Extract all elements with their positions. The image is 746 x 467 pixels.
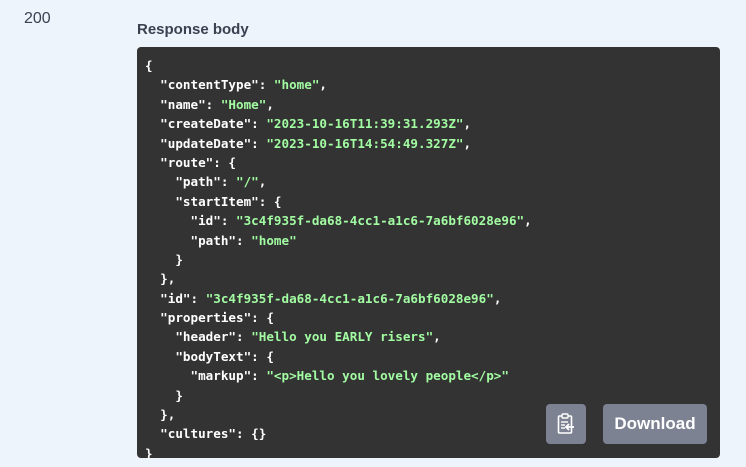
code-line: }, [145,269,720,288]
code-line: "updateDate": "2023-10-16T14:54:49.327Z"… [160,135,472,151]
json-key: "id" [160,290,191,306]
json-punctuation: , [463,135,472,151]
json-punctuation: , [463,116,472,132]
json-value: "/" [236,174,259,190]
json-punctuation: }, [160,407,176,423]
json-key: "id" [190,213,221,229]
json-key: "header" [175,329,237,345]
json-key: "contentType" [160,77,259,93]
json-punctuation: , [524,213,532,229]
json-key: "route" [160,154,214,170]
json-value: "<p>Hello you lovely people</p>" [266,368,509,384]
json-value: "home" [273,77,320,93]
json-value: "3c4f935f-da68-4cc1-a1c6-7a6bf6028e96" [205,290,494,306]
code-line: "markup": "<p>Hello you lovely people</p… [190,368,509,384]
code-line: } [145,250,720,269]
json-punctuation: , [266,96,274,112]
code-line: "route": { [160,154,237,170]
json-punctuation: { [266,310,274,326]
json-punctuation: { [273,193,282,209]
code-line: } [145,444,720,463]
code-line: "properties": { [160,310,274,326]
code-line: "id": "3c4f935f-da68-4cc1-a1c6-7a6bf6028… [190,213,532,229]
json-value: "2023-10-16T14:54:49.327Z" [266,135,464,151]
json-punctuation: { [228,154,237,170]
json-punctuation: {} [251,426,267,442]
json-punctuation: , [493,290,502,306]
code-line: "createDate": "2023-10-16T11:39:31.293Z"… [160,116,472,132]
download-button[interactable]: Download [603,404,707,444]
json-key: "createDate" [160,116,252,132]
json-punctuation: } [175,251,183,267]
response-body-panel: { "contentType": "home", "name": "Home",… [137,47,720,461]
code-line: "bodyText": { [175,348,274,364]
json-punctuation: { [266,348,274,364]
json-key: "properties" [160,310,252,326]
json-punctuation: , [258,174,267,190]
json-key: "startItem" [175,193,259,209]
json-key: "path" [175,174,221,190]
json-key: "cultures" [160,426,236,442]
json-punctuation: }, [160,271,176,287]
json-punctuation: } [175,387,183,403]
json-value: "2023-10-16T11:39:31.293Z" [266,116,464,132]
response-body-label: Response body [137,21,249,38]
code-line: "contentType": "home", [160,77,328,93]
json-punctuation: } [145,445,153,461]
json-value: "Hello you EARLY risers" [251,329,434,345]
json-punctuation: { [145,58,153,73]
code-line: "id": "3c4f935f-da68-4cc1-a1c6-7a6bf6028… [160,290,502,306]
json-key: "path" [190,232,237,248]
code-line: "path": "/", [175,174,267,190]
json-key: "bodyText" [175,348,252,364]
response-body-code: { "contentType": "home", "name": "Home",… [137,47,720,463]
json-key: "name" [160,96,206,112]
code-line: "name": "Home", [160,96,274,112]
clipboard-copy-icon [557,413,574,434]
json-value: "3c4f935f-da68-4cc1-a1c6-7a6bf6028e96" [236,213,525,229]
json-key: "markup" [190,368,252,384]
status-code: 200 [24,10,51,27]
code-line: { [145,56,720,75]
json-punctuation: , [319,77,328,93]
json-key: "updateDate" [160,135,252,151]
code-line: } [145,386,720,405]
code-line: "header": "Hello you EARLY risers", [175,329,441,345]
code-line: "path": "home" [190,232,297,248]
copy-to-clipboard-button[interactable] [546,404,586,444]
json-value: "home" [251,232,297,248]
code-line: "cultures": {} [160,426,267,442]
code-line: "startItem": { [175,193,282,209]
code-line: }, [145,405,720,424]
json-value: "Home" [220,96,267,112]
json-punctuation: , [433,329,441,345]
